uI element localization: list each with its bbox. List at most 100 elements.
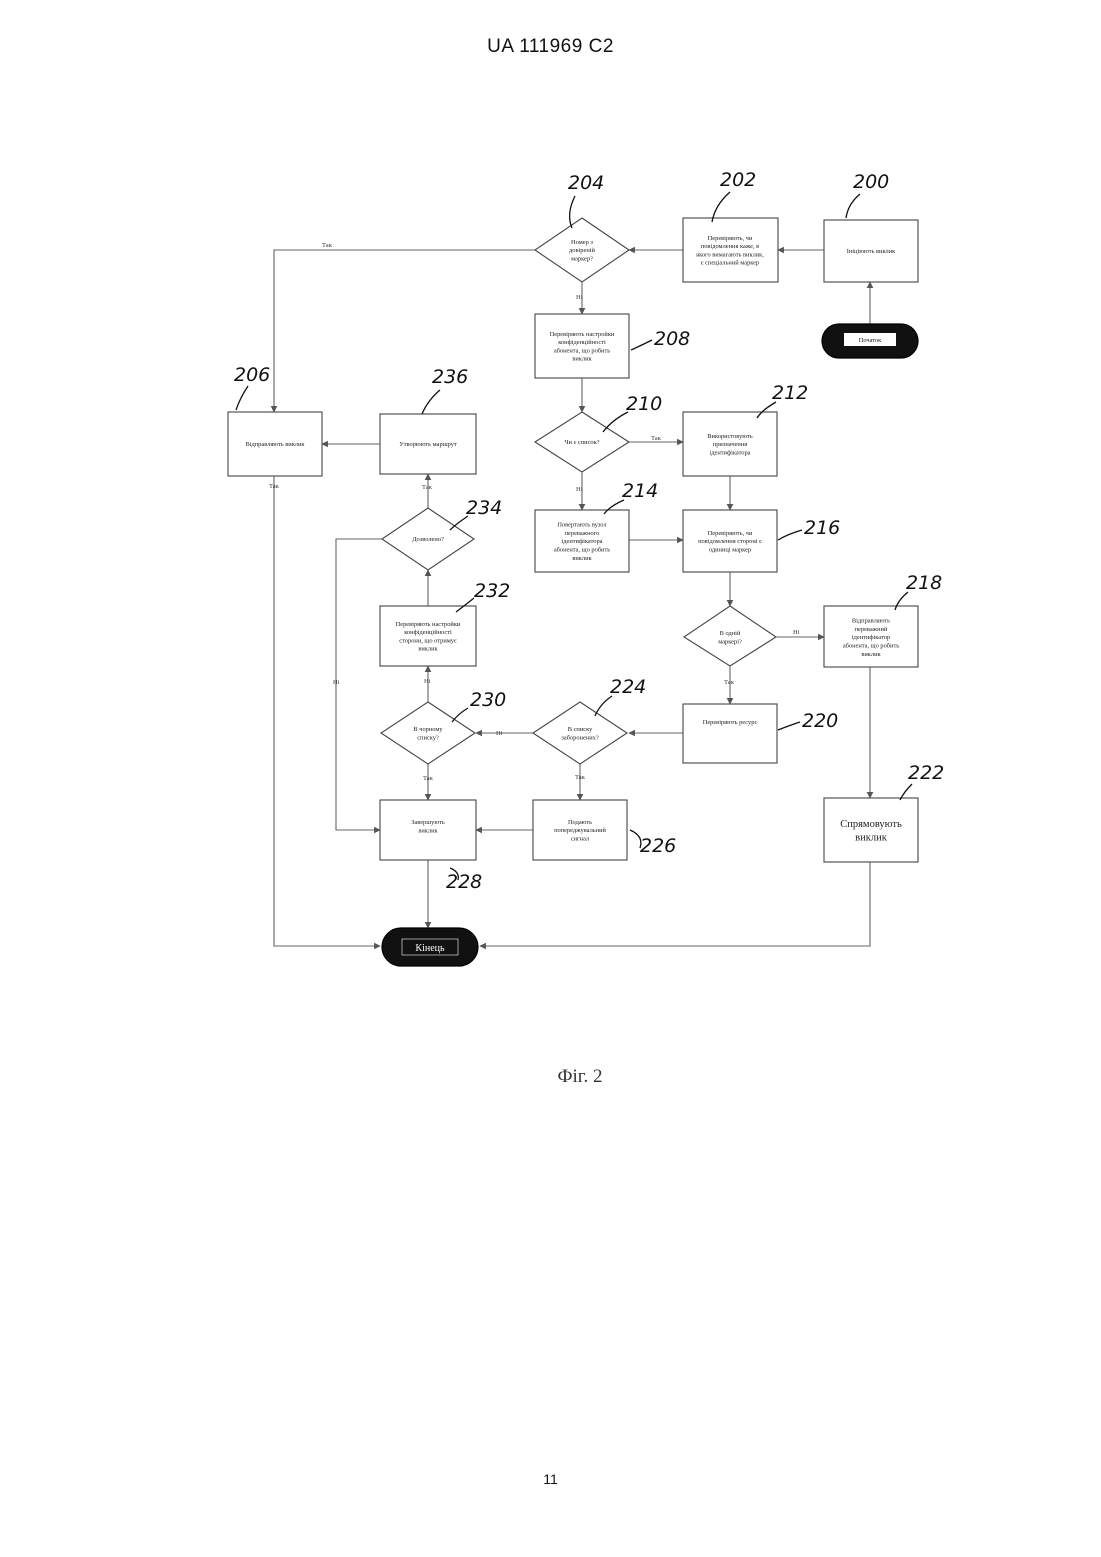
figure-caption: Фіг. 2	[0, 1066, 1101, 1088]
node-text-line: ідентифікатора	[561, 538, 602, 545]
label-224-no: Ні	[496, 730, 503, 737]
node-text-n200: Ініціюють виклик	[847, 248, 896, 255]
node-text-line: абонента, що робить	[554, 347, 610, 354]
node-text-line: Утворюють маршрут	[399, 441, 457, 448]
node-text-line: попереджувальний	[554, 827, 606, 834]
box-236: Утворюють маршрут	[380, 414, 476, 474]
ref-234: 234	[466, 497, 502, 519]
node-text-n204: Номер здовіреній маркер?	[569, 239, 595, 263]
node-text-n220: Перевіряють ресурс	[703, 719, 758, 726]
box-228: Завершуютьвиклик	[380, 800, 476, 860]
node-text-line: якого вимагають виклик,	[696, 251, 764, 258]
ref-202: 202	[720, 169, 756, 191]
label-206-yes: Так	[269, 483, 280, 490]
node-text-line: переважний	[855, 626, 888, 633]
node-text-line: Перевіряють настройки	[396, 621, 461, 628]
node-text-line: сторони, що отримує	[399, 637, 457, 644]
node-text-line: Дозволено?	[412, 536, 444, 543]
node-text-line: переважного	[565, 530, 600, 537]
box-222: Спрямовують виклик	[824, 798, 918, 862]
node-text-line: виклик	[855, 833, 888, 844]
page-number: 11	[0, 1471, 1101, 1487]
ref-224: 224	[610, 676, 646, 698]
edge-234-228	[336, 539, 382, 830]
box-216: Перевіряють, чиповідомлення стороні єоди…	[683, 510, 777, 572]
node-text-line: Завершують	[411, 819, 445, 826]
label-218d-no: Ні	[793, 629, 800, 636]
ref-220: 220	[802, 710, 838, 732]
node-text-line: Чи є список?	[564, 439, 599, 446]
node-text-n218d: В одніймаркері?	[718, 630, 742, 645]
node-text-line: виклик	[861, 651, 881, 658]
node-text-line: виклик	[572, 356, 592, 363]
node-text-line: Повертають вузол	[557, 522, 607, 529]
node-text-n212: Використовуютьпризначенняідентифікатора	[707, 433, 752, 457]
node-text-line: виклик	[572, 555, 592, 562]
box-214: Повертають вузолпереважногоідентифікатор…	[535, 510, 629, 572]
ref-222: 222	[908, 762, 944, 784]
node-text-line: ідентифікатор	[852, 634, 890, 641]
node-text-line: сигнал	[571, 836, 590, 843]
node-text-line: Номер з	[571, 239, 593, 246]
ref-206: 206	[234, 364, 270, 386]
label-204-yes: Так	[322, 242, 333, 249]
label-230-no: Ні	[424, 678, 431, 685]
label-218d-yes: Так	[724, 679, 735, 686]
start-label: Початок	[859, 337, 882, 344]
ref-214: 214	[622, 480, 658, 502]
node-text-line: Перевіряють ресурс	[703, 719, 758, 726]
node-text-n234: Дозволено?	[412, 536, 444, 543]
label-210-yes: Так	[651, 435, 662, 442]
box-206: Відправляють виклик	[228, 412, 322, 476]
node-text-line: В чорному	[413, 726, 443, 733]
edge-206-end	[274, 476, 380, 946]
box-200: Ініціюють виклик	[824, 220, 918, 282]
node-text-line: Спрямовують	[840, 819, 902, 830]
node-text-line: Перевіряють настройки	[550, 331, 615, 338]
node-text-line: абонента, що робить	[554, 547, 610, 554]
box-220: Перевіряють ресурс	[683, 704, 777, 763]
node-text-line: маркер?	[571, 256, 593, 263]
node-text-line: виклик	[418, 646, 438, 653]
node-text-n206: Відправляють виклик	[245, 441, 305, 448]
node-text-line: В одній	[720, 630, 741, 637]
node-text-line: Використовують	[707, 433, 752, 440]
ref-208: 208	[654, 328, 690, 350]
node-text-line: довіреній	[569, 247, 595, 254]
node-text-line: маркері?	[718, 638, 742, 645]
label-234-no: Ні	[333, 679, 340, 686]
node-text-line: одиниці маркер	[709, 547, 751, 554]
end-terminal: Кінець	[382, 928, 478, 966]
decision-234: Дозволено?	[382, 508, 474, 570]
node-text-line: Подають	[568, 819, 592, 826]
ref-218: 218	[906, 572, 942, 594]
ref-228: 228	[446, 871, 482, 893]
edge-222-end	[480, 862, 870, 946]
box-208: Перевіряють настройкиконфіденційностіабо…	[535, 314, 629, 378]
start-terminal: Початок	[822, 324, 918, 358]
node-text-line: конфіденційності	[404, 629, 452, 636]
label-210-no: Ні	[576, 486, 583, 493]
ref-200: 200	[853, 171, 889, 193]
node-text-line: Відправляють	[852, 618, 890, 625]
ref-212: 212	[772, 382, 808, 404]
node-text-n210: Чи є список?	[564, 439, 599, 446]
decision-224: В спискузаборонених?	[533, 702, 627, 764]
ref-216: 216	[804, 517, 840, 539]
node-text-n236: Утворюють маршрут	[399, 441, 457, 448]
node-text-line: Перевіряють, чи	[708, 235, 753, 242]
node-text-line: Відправляють виклик	[245, 441, 305, 448]
box-232: Перевіряють настройкиконфіденційностісто…	[380, 606, 476, 666]
node-text-line: конфіденційності	[558, 339, 606, 346]
box-218: Відправляютьпереважнийідентифікаторабоне…	[824, 606, 918, 667]
node-text-line: ідентифікатора	[709, 450, 750, 457]
ref-226: 226	[640, 835, 676, 857]
box-212: Використовуютьпризначенняідентифікатора	[683, 412, 777, 476]
node-text-line: Перевіряють, чи	[708, 530, 753, 537]
label-204-no: Ні	[576, 294, 583, 301]
ref-232: 232	[474, 580, 510, 602]
ref-236: 236	[432, 366, 468, 388]
node-text-line: є спеціальний маркер	[701, 260, 760, 267]
decision-210: Чи є список?	[535, 412, 629, 472]
